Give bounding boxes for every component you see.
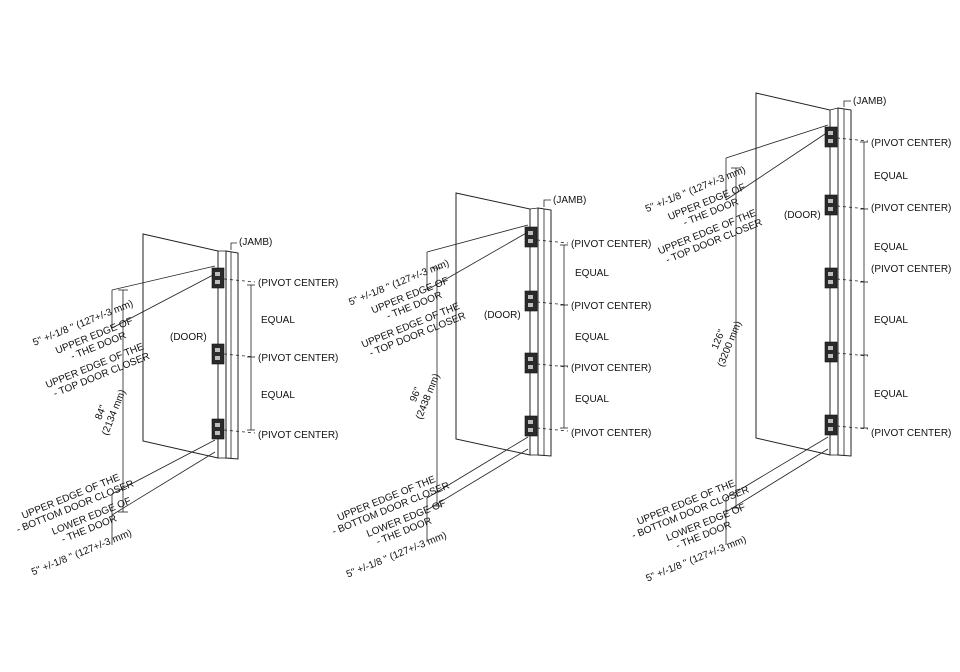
pivot-hinge-icon [211,267,225,289]
pivot-center-label: (PIVOT CENTER) [871,203,951,214]
pivot-center-label: (PIVOT CENTER) [571,239,651,250]
pivot-hinge-icon [824,126,838,148]
pivot-center-label: (PIVOT CENTER) [871,138,951,149]
pivot-hinge-icon [211,418,225,440]
pivot-hinge-icon [211,343,225,365]
pivot-center-label: (PIVOT CENTER) [258,430,338,441]
door-label: (DOOR) [170,332,207,343]
pivot-hinge-icon [524,290,538,312]
pivot-center-label: (PIVOT CENTER) [258,353,338,364]
pivot-hinge-icon [824,341,838,363]
door-panel [755,92,831,456]
pivot-hinge-icon [524,352,538,374]
pivot-center-label: (PIVOT CENTER) [258,278,338,289]
door-assembly-96: (JAMB) (PIVOT CENTER) (PIVOT CENTER) (PI… [331,192,651,580]
equal-label: EQUAL [874,389,908,400]
jamb [837,107,852,457]
pivot-center-label: (PIVOT CENTER) [871,264,951,275]
pivot-hinge-icon [824,194,838,216]
door-assembly-126: (JAMB) (PIVOT CENTER) (PIVOT CENTER) (PI… [630,92,951,584]
pivot-hinge-icon [524,415,538,437]
equal-label: EQUAL [261,390,295,401]
pivot-hinge-icon [824,414,838,436]
equal-label: EQUAL [874,242,908,253]
pivot-center-label: (PIVOT CENTER) [571,428,651,439]
equal-label: EQUAL [575,332,609,343]
jamb-label: (JAMB) [853,96,886,107]
door-label: (DOOR) [484,310,521,321]
door-label: (DOOR) [784,210,821,221]
jamb [537,207,552,457]
pivot-center-label: (PIVOT CENTER) [571,363,651,374]
pivot-hinge-icon [524,226,538,248]
door-assembly-84: (JAMB) (PIVOT CENTER) (PIVOT CENTER) (PI… [15,233,338,578]
equal-label: EQUAL [575,268,609,279]
equal-label: EQUAL [261,315,295,326]
pivot-center-label: (PIVOT CENTER) [571,301,651,312]
height-inches-label: 84" [93,403,109,421]
pivot-hinge-icon [824,267,838,289]
pivot-center-label: (PIVOT CENTER) [871,428,951,439]
equal-label: EQUAL [874,171,908,182]
jamb-label: (JAMB) [553,195,586,206]
height-inches-label: 96" [408,385,424,403]
door-panel [455,192,531,456]
equal-label: EQUAL [874,315,908,326]
equal-label: EQUAL [575,394,609,405]
jamb-label: (JAMB) [239,237,272,248]
